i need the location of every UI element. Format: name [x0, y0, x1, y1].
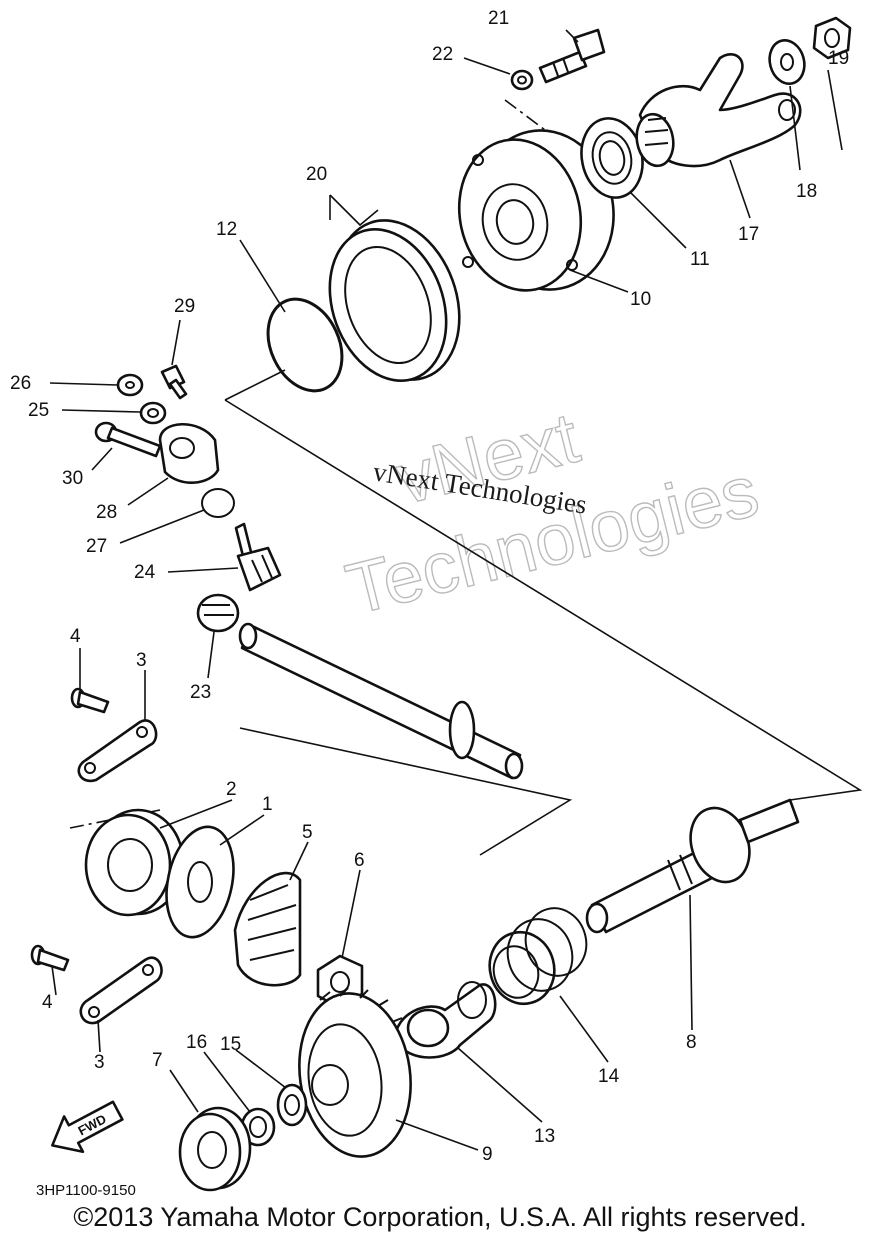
part-shim-1	[165, 825, 235, 939]
callout-22: 22	[432, 44, 453, 65]
callout-18: 18	[796, 181, 817, 202]
callout-21: 21	[488, 8, 509, 29]
callout-5: 5	[302, 822, 313, 843]
part-holder-28	[158, 422, 220, 484]
callout-30: 30	[62, 468, 83, 489]
callout-13: 13	[534, 1126, 555, 1147]
callout-25: 25	[28, 400, 49, 421]
watermark: vNext Technologies vNext Technologies	[338, 397, 767, 631]
callout-23: 23	[190, 682, 211, 703]
part-bolt-4b	[30, 944, 70, 972]
callout-leaders	[49, 29, 843, 1151]
part-plate-3a	[77, 719, 158, 783]
part-shaft-8	[585, 798, 800, 934]
callout-27: 27	[86, 536, 107, 557]
callout-4b: 4	[42, 992, 53, 1013]
part-bolt-4a	[70, 687, 110, 714]
callout-20: 20	[306, 164, 327, 185]
part-gear-23	[196, 593, 240, 633]
callout-3b: 3	[94, 1052, 105, 1073]
callout-7: 7	[152, 1050, 163, 1071]
part-oring-12	[266, 297, 344, 393]
part-bolt-30	[94, 421, 162, 458]
part-washer-22	[510, 69, 534, 91]
part-clutch-13	[393, 981, 497, 1059]
part-washer-25	[139, 401, 167, 425]
callout-numbers: 21 22 19 19 18 17 11 10 20 12 29 26 25 3…	[10, 8, 849, 1165]
part-shims-20	[328, 219, 461, 382]
callout-11: 11	[690, 249, 710, 270]
part-washer-18	[768, 38, 806, 86]
part-ring-gear-9	[298, 987, 412, 1158]
part-shaft-middle	[238, 622, 524, 780]
part-bearing-7	[178, 1106, 252, 1192]
diagram-code: 3HP1100-9150	[36, 1182, 136, 1199]
callout-29: 29	[174, 296, 195, 317]
callout-14: 14	[598, 1066, 620, 1087]
part-housing-10	[457, 129, 615, 292]
part-oring-27	[201, 488, 235, 518]
callout-1: 1	[262, 794, 273, 815]
callout-12: 12	[216, 219, 237, 240]
callout-15: 15	[220, 1034, 241, 1055]
callout-28: 28	[96, 502, 117, 523]
part-spring-14	[488, 907, 588, 1006]
callout-9: 9	[482, 1144, 493, 1165]
part-nut-19	[812, 16, 852, 60]
callout-26: 26	[10, 373, 31, 394]
callout-16: 16	[186, 1032, 207, 1053]
part-bevel-gear-5	[233, 871, 302, 987]
part-yoke-17	[635, 53, 802, 168]
part-washer-26	[116, 373, 144, 397]
callout-8: 8	[686, 1032, 697, 1053]
part-bolt-21	[538, 28, 606, 84]
part-screw-29	[160, 364, 188, 400]
callout-24: 24	[134, 562, 156, 583]
part-bearing-2	[84, 808, 185, 917]
part-pinion-24	[234, 522, 282, 592]
callout-10: 10	[630, 289, 651, 310]
callout-17: 17	[738, 224, 759, 245]
callout-19: 19	[828, 48, 849, 69]
part-plate-3b	[79, 956, 163, 1025]
part-shim-15	[276, 1083, 308, 1127]
callout-2: 2	[226, 779, 237, 800]
copyright-notice: ©2013 Yamaha Motor Corporation, U.S.A. A…	[73, 1202, 807, 1232]
callout-4a: 4	[70, 626, 81, 647]
exploded-parts-diagram: vNext Technologies vNext Technologies	[10, 8, 863, 1199]
callout-6: 6	[354, 850, 365, 871]
fwd-arrow-icon: FWD	[51, 1100, 124, 1154]
callout-3a: 3	[136, 650, 147, 671]
